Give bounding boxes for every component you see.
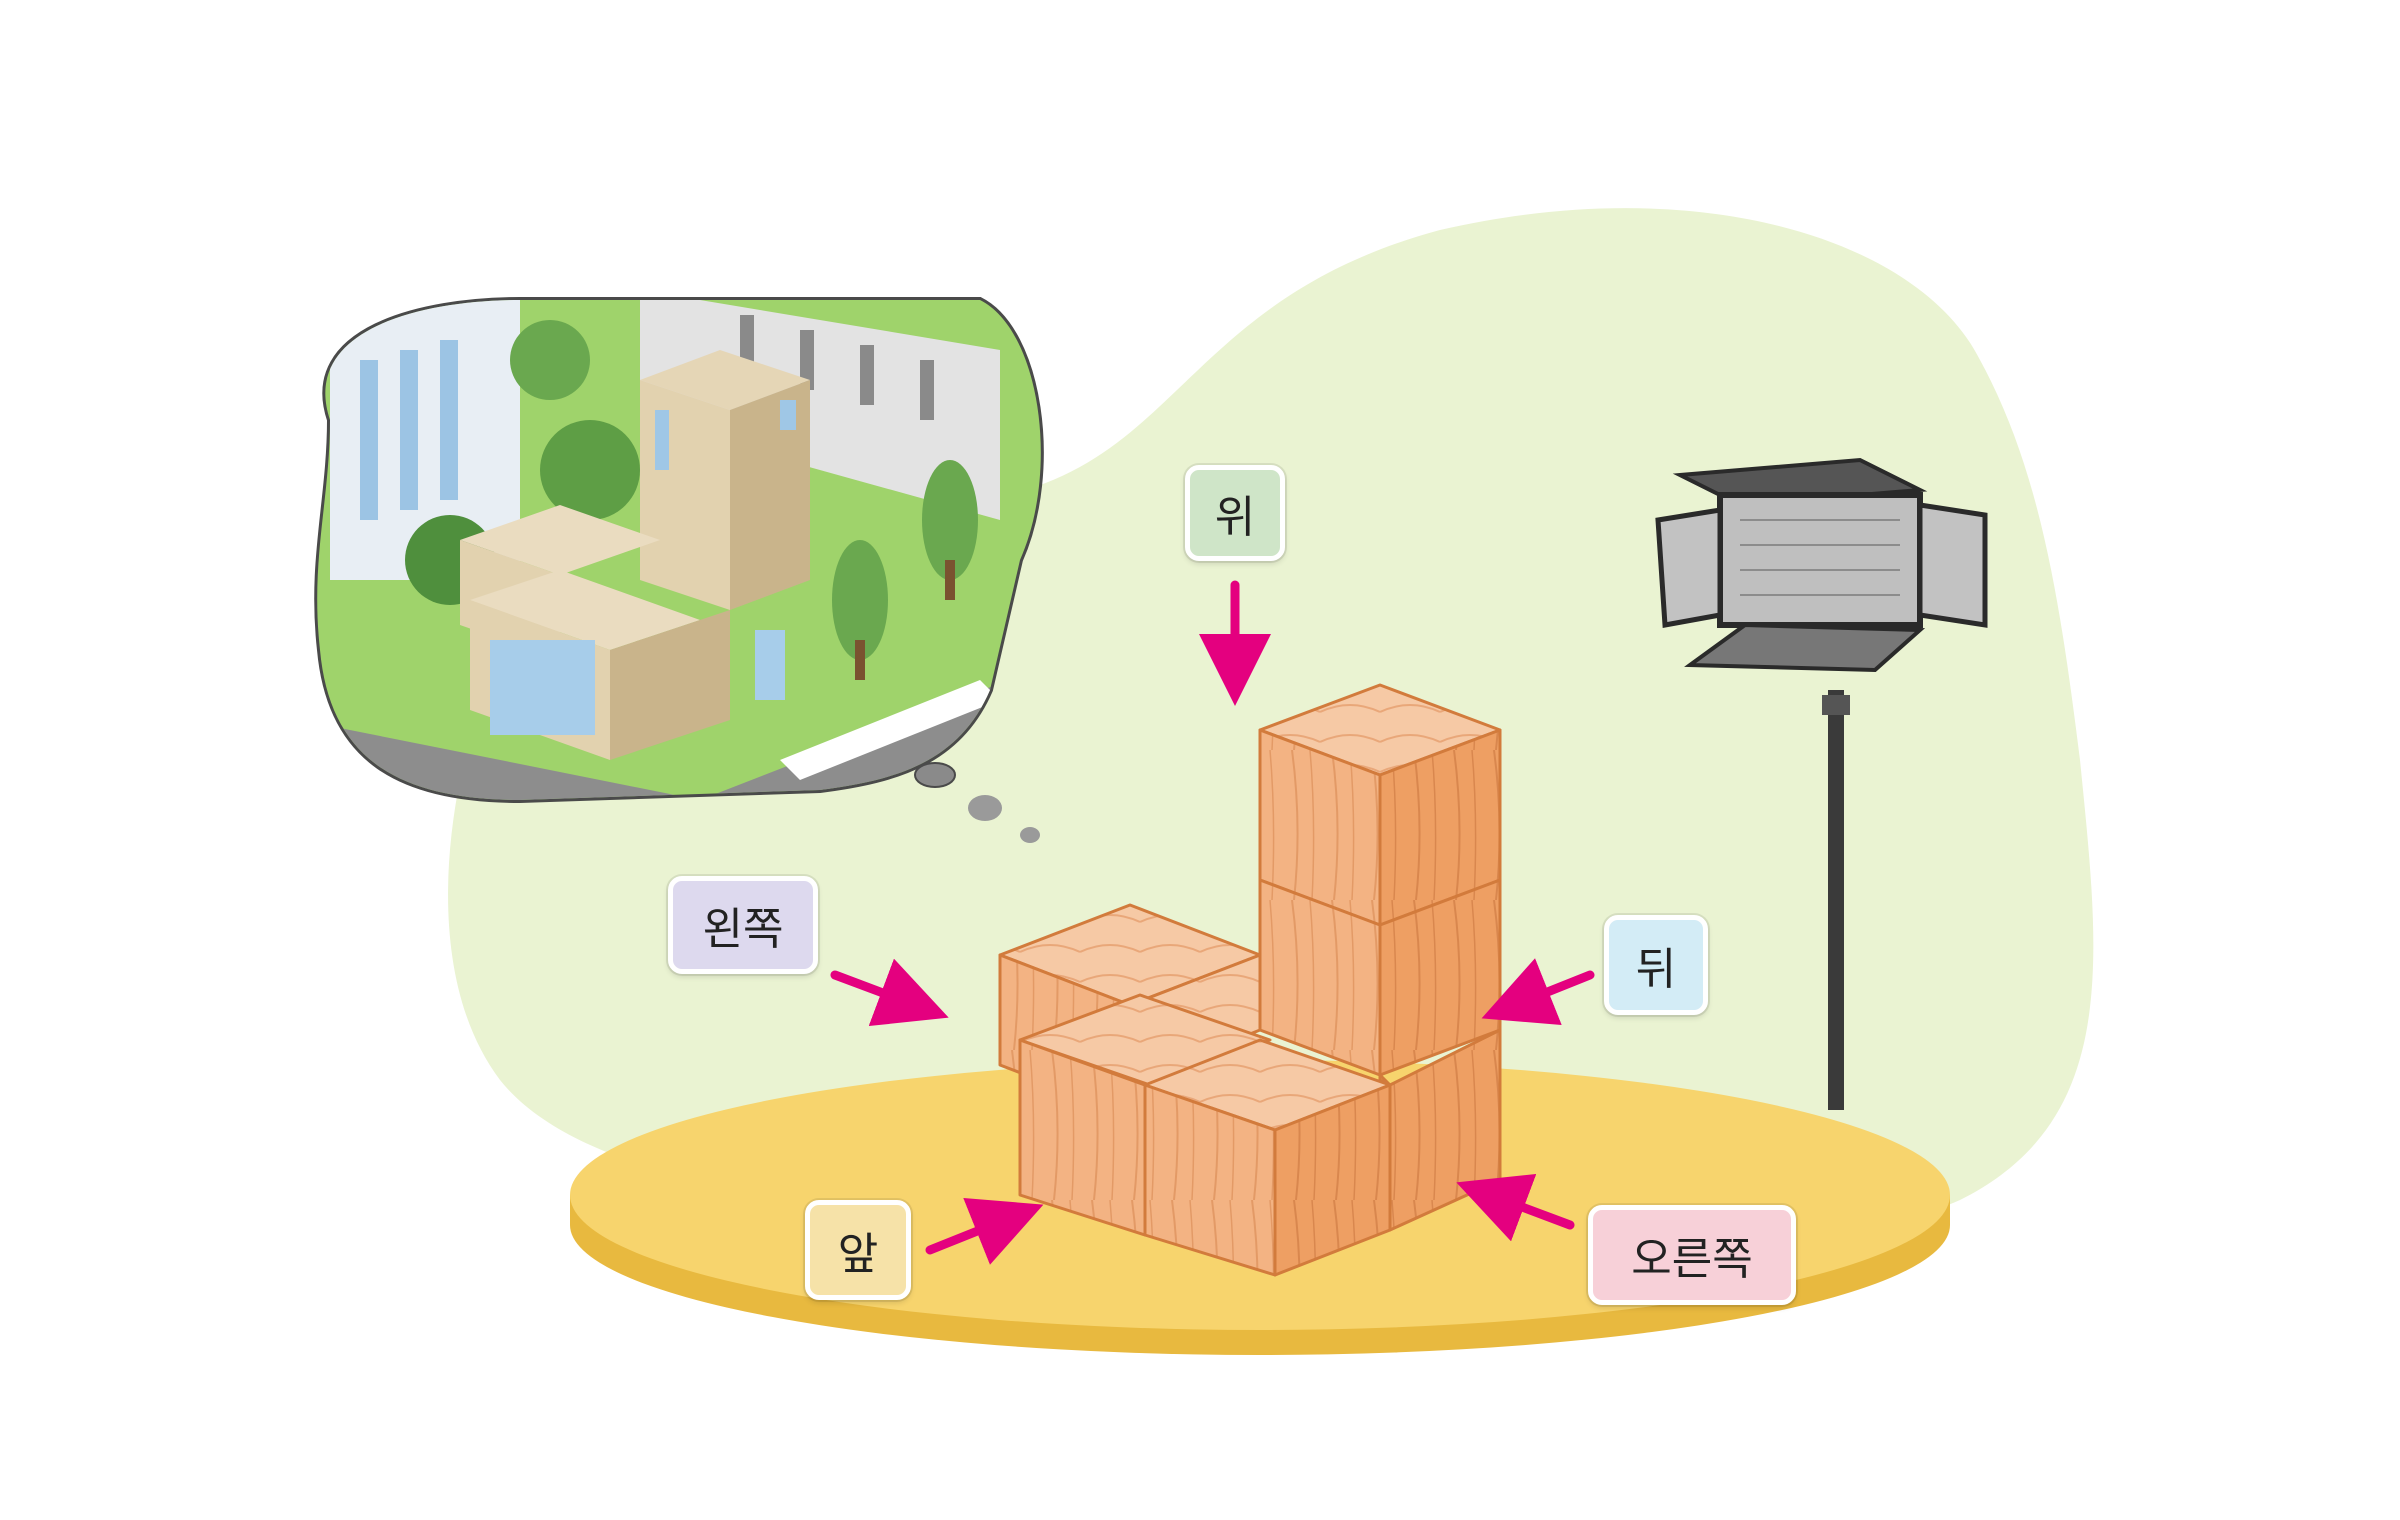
- label-top: 위: [1185, 465, 1285, 561]
- wood-blocks: [998, 683, 1502, 1277]
- arrow-left: [830, 958, 949, 1027]
- studio-light-icon: [1655, 457, 1988, 1110]
- arrow-right: [1456, 1173, 1575, 1242]
- arrows: [830, 580, 1595, 1265]
- tower-bottom-front: [1378, 1073, 1392, 1087]
- arrow-front: [925, 1197, 1044, 1265]
- label-front: 앞: [805, 1200, 911, 1300]
- arrow-back: [1481, 958, 1595, 1026]
- label-right: 오른쪽: [1588, 1205, 1796, 1305]
- label-back: 뒤: [1604, 915, 1708, 1015]
- label-left: 왼쪽: [668, 876, 818, 974]
